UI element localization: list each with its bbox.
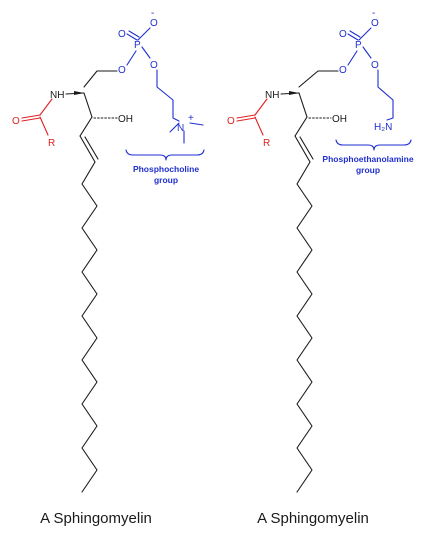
atom-h2n: H₂N <box>374 122 392 133</box>
ethanolamine-chain: H₂N <box>374 69 394 133</box>
atom-o-left: O <box>118 29 126 40</box>
atom-o-top: O <box>371 18 379 29</box>
atom-p: P <box>355 40 362 51</box>
phosphate-group: O - O P O O <box>118 8 158 76</box>
atom-o-bridge: O <box>150 60 158 71</box>
group-label-sub: group <box>356 165 380 175</box>
atom-o-bridge: O <box>371 60 379 71</box>
atom-p: P <box>134 40 141 51</box>
brace-icon <box>335 139 412 151</box>
acyl-group: O R <box>227 98 270 149</box>
phosphate-group: O - O P O O <box>339 8 379 76</box>
atom-o-ester: O <box>118 65 126 76</box>
sphingosine-backbone: NH OH <box>50 70 133 493</box>
atom-n: N <box>177 123 184 134</box>
molecule-phosphoethanolamine: O - O P O O H₂N NH OH <box>227 8 414 527</box>
choline-chain: N + <box>156 69 204 144</box>
atom-o-ester: O <box>339 65 347 76</box>
caption: A Sphingomyelin <box>257 510 369 527</box>
charge-minus: - <box>151 8 154 19</box>
atom-oh: OH <box>118 114 133 125</box>
atom-r: R <box>48 138 55 149</box>
atom-r: R <box>263 138 270 149</box>
group-label: Phosphocholine <box>133 164 199 174</box>
charge-plus: + <box>188 113 194 124</box>
atom-o-top: O <box>150 18 158 29</box>
caption: A Sphingomyelin <box>40 510 152 527</box>
brace-icon <box>125 149 205 161</box>
acyl-group: O R <box>12 98 55 149</box>
atom-o-carbonyl: O <box>12 116 20 127</box>
atom-nh: NH <box>50 90 64 101</box>
charge-minus: - <box>372 8 375 19</box>
atom-o-left: O <box>339 29 347 40</box>
sphingosine-backbone: NH OH <box>265 70 347 493</box>
atom-o-carbonyl: O <box>227 116 235 127</box>
group-label: Phosphoethanolamine <box>322 154 413 164</box>
group-label-sub: group <box>154 175 178 185</box>
molecule-phosphocholine: O - O P O O N + NH OH <box>12 8 205 527</box>
atom-oh: OH <box>332 114 347 125</box>
atom-nh: NH <box>265 90 279 101</box>
